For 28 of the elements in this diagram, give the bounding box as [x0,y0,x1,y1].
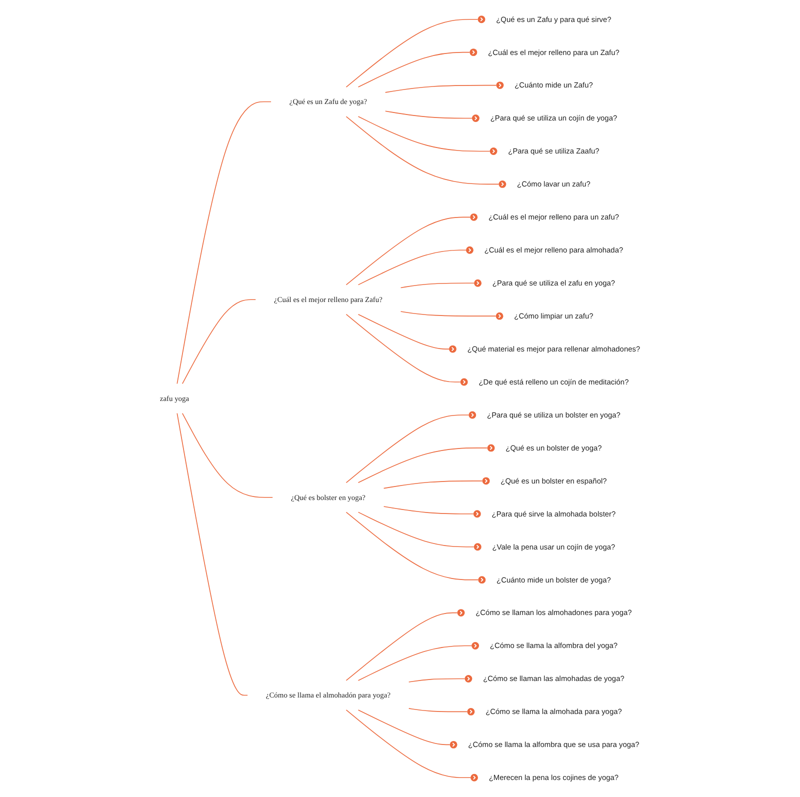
connector [346,612,458,681]
connector [400,282,474,288]
connector [346,314,461,382]
connector [176,101,272,384]
connector [358,116,490,152]
connector [358,710,450,746]
connector [346,116,500,185]
connector [358,448,488,484]
connector [176,412,248,696]
connector [358,250,466,286]
connector [408,678,466,682]
connector [346,216,471,286]
connector [400,311,496,316]
connector [384,110,472,119]
connector [383,480,483,489]
connector [182,299,256,384]
connector [358,314,450,350]
connector [358,645,472,681]
connector [383,506,474,514]
connector [346,414,470,484]
connector [346,710,471,778]
connector [346,18,478,88]
connector [346,512,479,580]
connector [358,52,470,88]
connector [384,84,497,93]
connector [408,708,468,712]
connector [358,512,474,548]
connector [182,412,273,498]
